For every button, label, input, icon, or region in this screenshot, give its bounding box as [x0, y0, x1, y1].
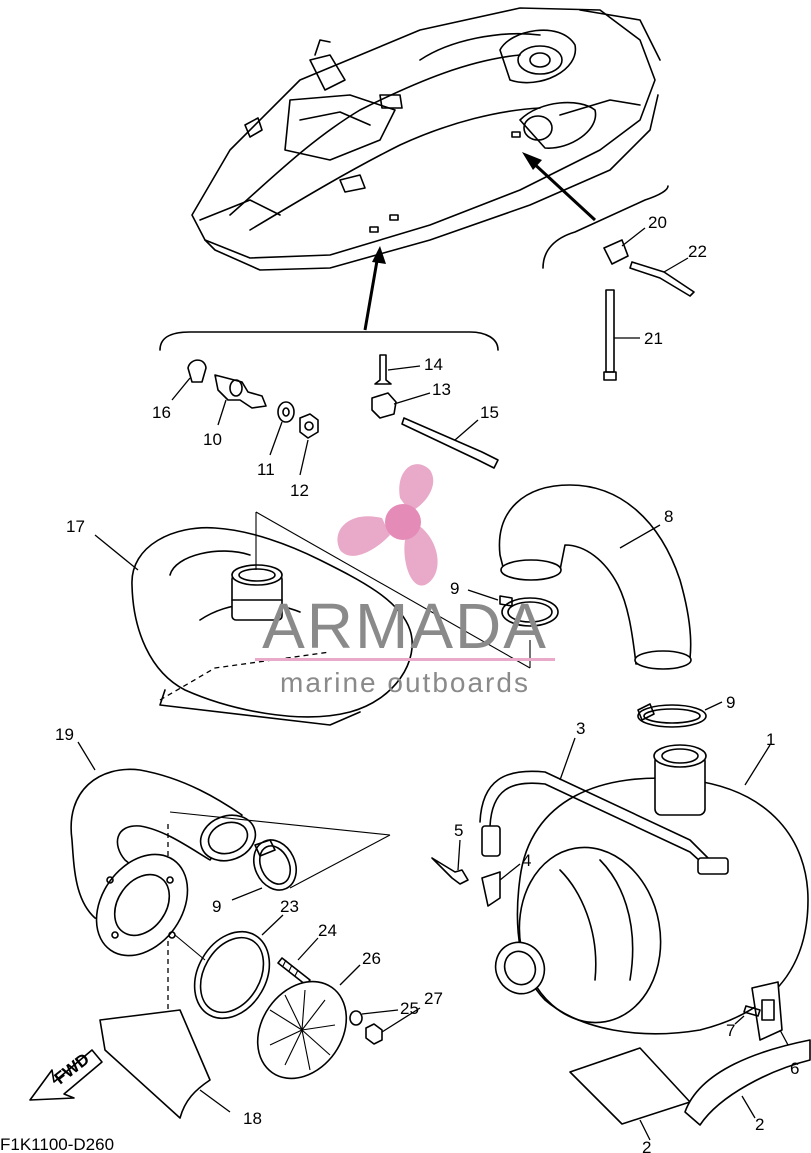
part-25-washer-b: [349, 1009, 399, 1026]
callout-8: 8: [664, 507, 673, 526]
callout-14: 14: [424, 355, 443, 374]
callout-18: 18: [243, 1109, 262, 1128]
armada-watermark: ARMADA marine outboards: [255, 464, 555, 698]
callout-6: 6: [790, 1059, 799, 1078]
part-9-hose-clamp-c: [637, 701, 723, 728]
callout-15: 15: [480, 403, 499, 422]
watermark-tagline: marine outboards: [280, 667, 530, 698]
callout-2a: 2: [642, 1138, 651, 1153]
part-17-water-lock: [94, 511, 531, 726]
group-bracket-front: [159, 331, 499, 351]
callout-16: 16: [152, 403, 171, 422]
callout-7: 7: [726, 1021, 735, 1040]
part-20-holder-b: [603, 227, 646, 265]
part-2-heat-shield-a: [569, 1047, 691, 1141]
callout-4: 4: [522, 851, 531, 870]
callout-5: 5: [454, 821, 463, 840]
callout-17: 17: [66, 517, 85, 536]
part-18-heat-shield: [99, 1009, 231, 1119]
callout-19: 19: [55, 725, 74, 744]
callout-27: 27: [424, 989, 443, 1008]
part-27-nut-b: [365, 1007, 421, 1045]
part-23-gasket: [174, 914, 284, 1020]
part-9-hose-clamp-b: [231, 839, 297, 901]
callout-24: 24: [318, 921, 337, 940]
part-1-muffler: [494, 744, 809, 1035]
callout-11: 11: [257, 460, 275, 479]
part-21-cable-tie-b: [603, 289, 640, 381]
callout-labels: 16 10 11 12 14 13 15 20 22 21 17 8 9 9 1…: [55, 213, 799, 1153]
part-13-holder: [371, 392, 431, 419]
arrow-to-hull-front: [363, 254, 380, 331]
watermark-brand: ARMADA: [262, 590, 548, 662]
callout-10: 10: [203, 430, 222, 449]
callout-9b: 9: [726, 693, 735, 712]
part-12-nut: [299, 413, 319, 476]
part-7-bracket-screw: [734, 1005, 761, 1025]
callout-9c: 9: [212, 897, 221, 916]
diagram-code: F1K1100-D260: [0, 1135, 114, 1153]
callout-1: 1: [766, 730, 775, 749]
part-24-stud-bolt: [277, 937, 319, 986]
part-26-plate: [256, 964, 361, 1080]
part-3-muffler-band: [479, 737, 729, 875]
part-10-drain-fitting: [214, 374, 267, 426]
callout-3: 3: [576, 719, 585, 738]
watercraft-hull-illustration: [191, 7, 661, 271]
part-2-heat-shield-b: [684, 1039, 811, 1126]
part-11-washer: [269, 401, 295, 456]
pipe-flange: [95, 853, 189, 957]
callout-25: 25: [400, 999, 419, 1018]
part-14-rivet: [374, 354, 421, 385]
part-15-cable-tie: [401, 417, 499, 469]
callout-22: 22: [688, 242, 707, 261]
callout-12: 12: [290, 481, 309, 500]
part-5-bracket-bolt: [431, 839, 469, 885]
callout-13: 13: [432, 380, 451, 399]
callout-26: 26: [362, 949, 381, 968]
callout-20: 20: [648, 213, 667, 232]
fwd-direction-icon: FWD: [29, 1049, 103, 1101]
part-9-hose-clamp-a: [467, 589, 559, 627]
part-8-exhaust-hose: [498, 484, 692, 670]
callout-21: 21: [644, 329, 663, 348]
arrow-to-hull-rear: [528, 158, 597, 222]
group-bracket-rear: [542, 185, 669, 269]
part-4-band-bracket: [481, 863, 521, 907]
part-22-rivet-b: [629, 257, 695, 297]
callout-9a: 9: [450, 579, 459, 598]
propeller-logo-icon: [337, 464, 438, 586]
callout-2b: 2: [755, 1115, 764, 1134]
part-6-muffler-bracket: [751, 981, 796, 1059]
part-16-hose-clip: [171, 359, 207, 401]
callout-23: 23: [280, 897, 299, 916]
